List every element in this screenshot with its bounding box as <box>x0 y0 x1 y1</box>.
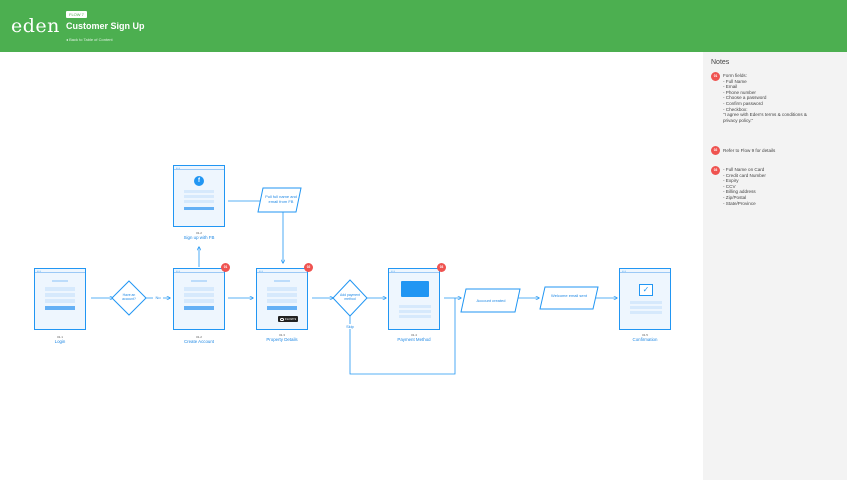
decision-diamond-add-payment <box>332 279 368 317</box>
note-01-badge: 01 <box>711 72 720 81</box>
note-02-badge: 02 <box>711 146 720 155</box>
payment-method-caption: Payment Method <box>397 337 431 342</box>
note-01: 01 Form fields: - Full Name - Email - Ph… <box>711 72 845 142</box>
signup-fb-id: 01.2 <box>196 231 202 235</box>
notes-panel: Notes 01 Form fields: - Full Name - Emai… <box>703 52 847 480</box>
create-account-caption: Create Account <box>183 339 215 344</box>
screen-payment-method[interactable]: ••• <box>388 268 440 330</box>
property-details-id: 01.3 <box>279 333 285 337</box>
notes-title: Notes <box>711 59 730 66</box>
skip-label: Skip <box>343 324 357 329</box>
confirmation-caption: Confirmation <box>632 337 658 342</box>
pull-fb-text: Pull full name and email from FB <box>265 194 297 204</box>
eye-icon <box>280 317 284 321</box>
credit-card-graphic <box>401 281 429 297</box>
checkmark-icon: ✓ <box>639 284 653 296</box>
payment-method-id: 01.4 <box>411 333 417 337</box>
property-details-caption: Property Details <box>266 337 298 342</box>
no-label: No <box>153 295 163 300</box>
account-created-text: Account created <box>476 298 506 303</box>
note-03: 03 - Full Name on Card - Credit card Num… <box>711 166 845 216</box>
add-payment-text: Add payment method <box>340 293 360 301</box>
note-02: 02 Refer to Flow 9 for details <box>711 146 845 158</box>
screen-signup-fb[interactable]: ••• f <box>173 165 225 227</box>
process-welcome-email <box>539 286 599 310</box>
eden-logo: eden <box>11 15 60 37</box>
screen-login[interactable]: ••• <box>34 268 86 330</box>
note-03-badge: 03 <box>711 166 720 175</box>
welcome-email-text: Welcome email sent <box>551 293 587 298</box>
decision-diamond-have-account <box>111 280 147 316</box>
back-to-toc-link[interactable]: ◂ Back to Table of Content <box>66 37 113 42</box>
property-details-badge: 02 <box>304 263 313 272</box>
signup-fb-caption: Sign up with FB <box>183 235 215 240</box>
screen-create-account[interactable]: ••• <box>173 268 225 330</box>
process-account-created <box>460 288 521 313</box>
note-02-text: Refer to Flow 9 for details <box>723 148 776 153</box>
screen-property-details[interactable]: ••• <box>256 268 308 330</box>
create-account-id: 01.2 <box>196 335 202 339</box>
process-pull-fb <box>257 187 302 213</box>
arrow-skip-path <box>349 298 456 375</box>
flow-9-chip[interactable]: FLOW 9 <box>278 316 299 322</box>
flow-connectors <box>91 187 703 375</box>
page-title: Customer Sign Up <box>66 21 145 31</box>
note-03-text: - Full Name on Card - Credit card Number… <box>723 167 766 206</box>
confirmation-id: 01.5 <box>642 333 648 337</box>
login-id: 01.1 <box>57 335 63 339</box>
create-account-badge: 01 <box>221 263 230 272</box>
screen-confirmation[interactable]: ••• ✓ <box>619 268 671 330</box>
have-account-text: Have an account? <box>122 293 136 301</box>
login-caption: Login <box>54 339 66 344</box>
note-01-text: Form fields: - Full Name - Email - Phone… <box>723 73 807 123</box>
payment-method-badge: 03 <box>437 263 446 272</box>
header-bar: eden FLOW 7 Customer Sign Up ◂ Back to T… <box>0 0 847 52</box>
flow-tag: FLOW 7 <box>66 11 87 18</box>
facebook-icon: f <box>194 176 204 186</box>
